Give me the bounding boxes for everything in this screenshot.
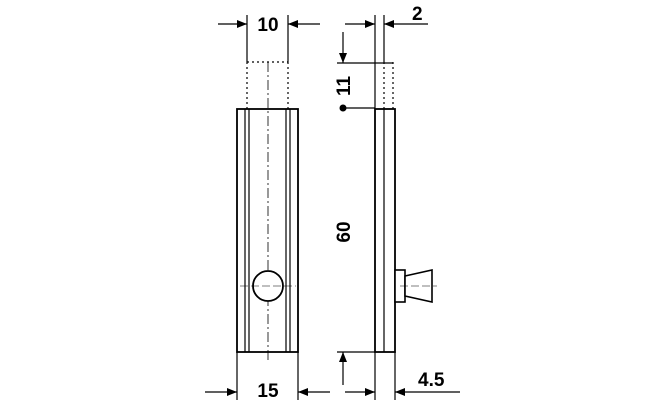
front-view bbox=[236, 61, 299, 360]
dim-bottom-width: 15 bbox=[257, 381, 279, 400]
dim-top-width: 10 bbox=[257, 15, 278, 36]
dim-thickness: 2 bbox=[412, 4, 423, 25]
side-view bbox=[374, 62, 437, 353]
dim-offset: 11 bbox=[334, 76, 355, 97]
dim-projection: 4.5 bbox=[418, 370, 445, 391]
dim-height: 60 bbox=[334, 221, 355, 242]
